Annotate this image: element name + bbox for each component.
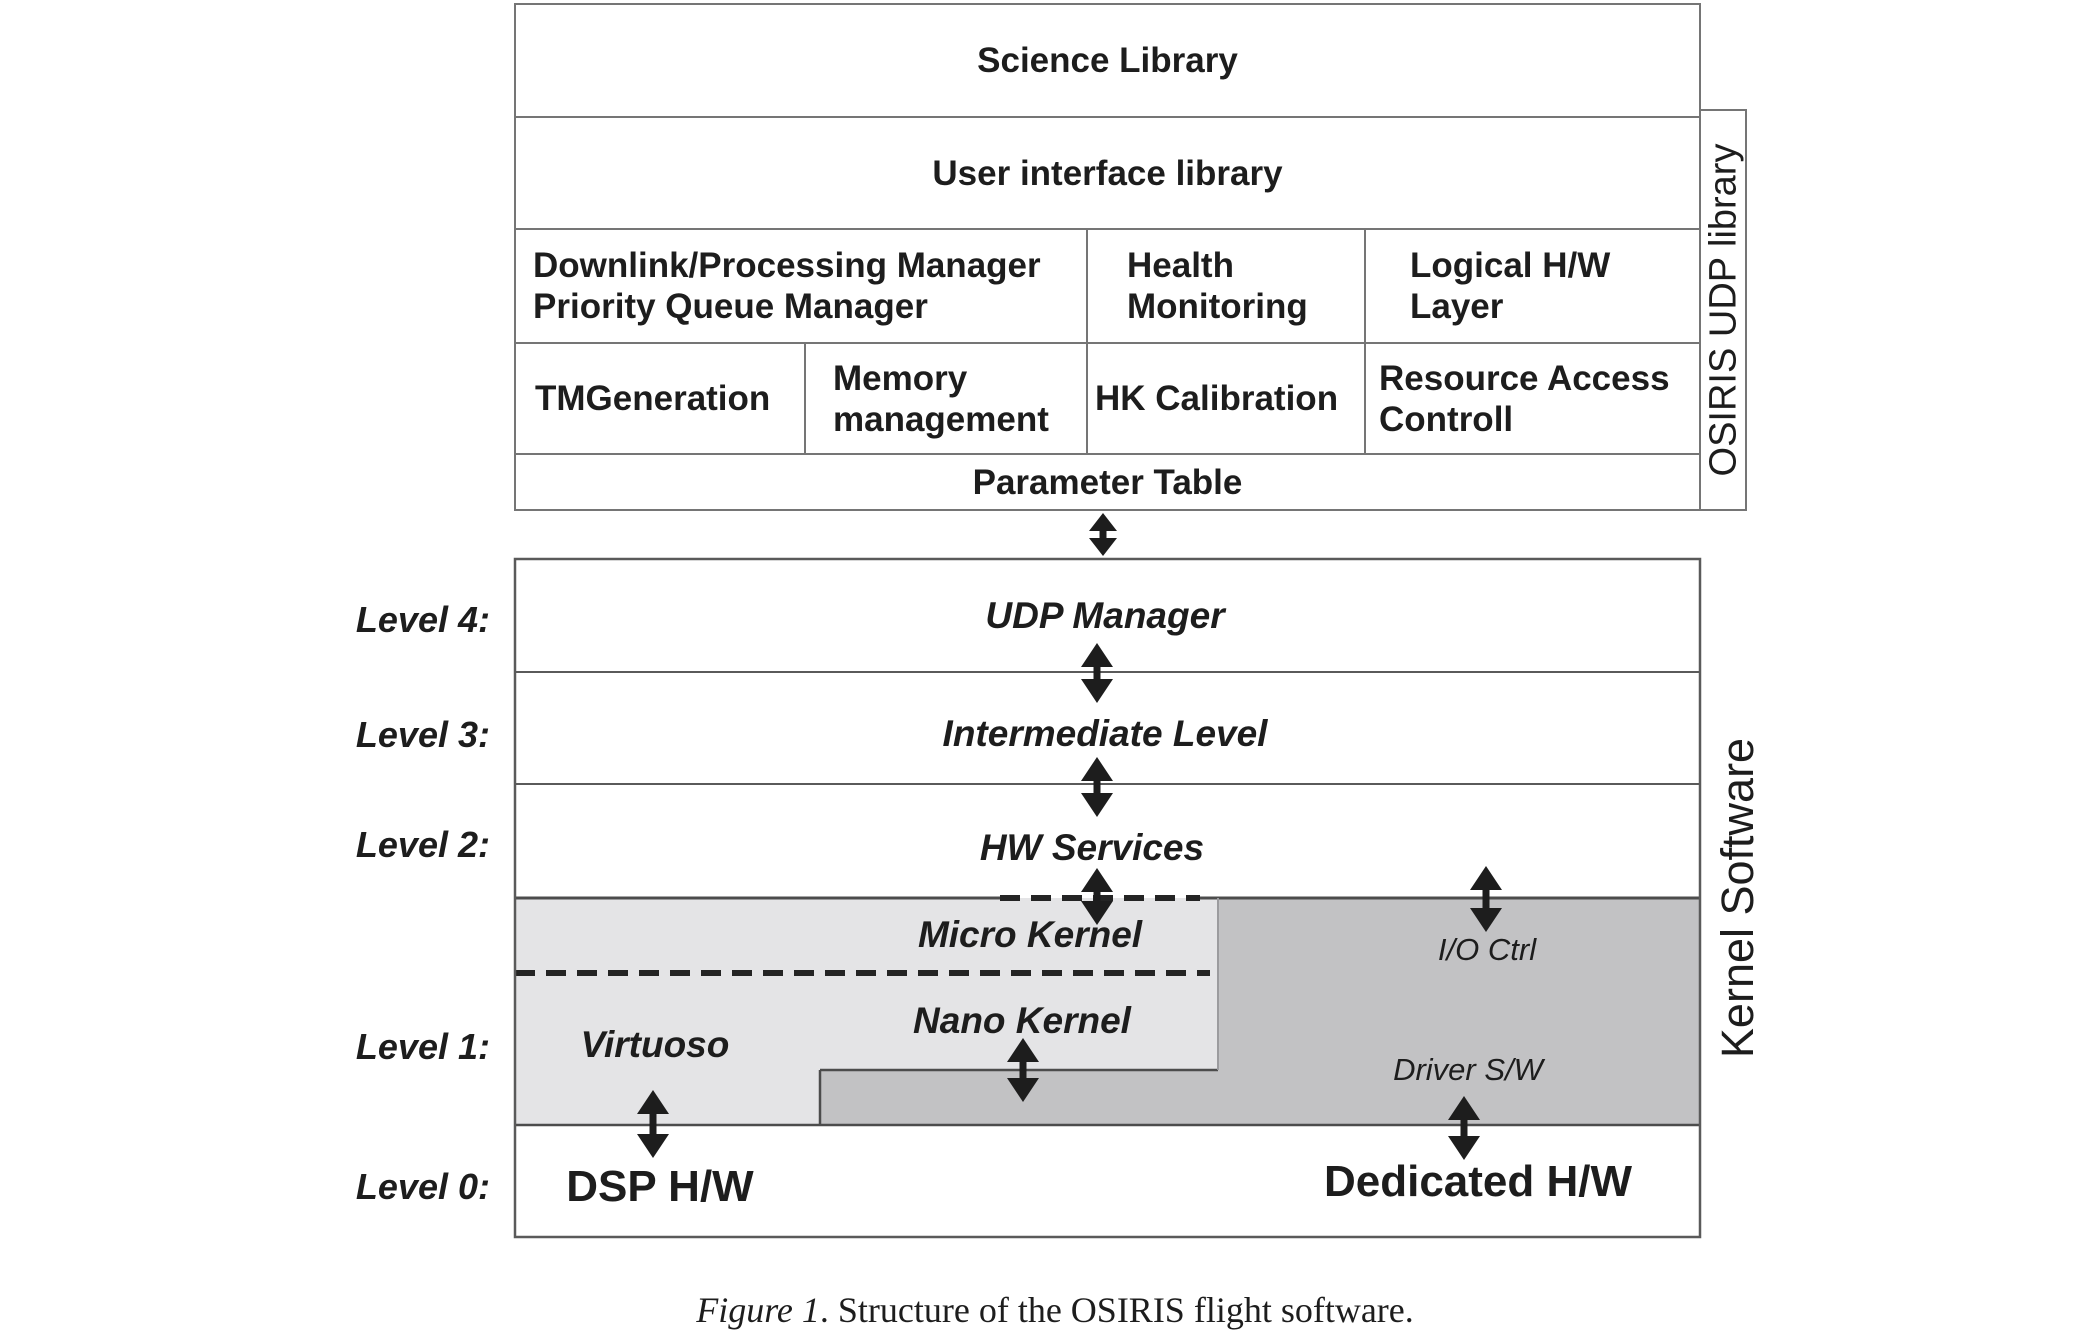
dsp-hw-label: DSP H/W [566,1162,754,1211]
parameter-table-cell: Parameter Table [515,454,1700,510]
driver-sw-label: Driver S/W [1393,1052,1543,1087]
hw-services-label: HW Services [979,827,1205,868]
arrow-intermediate-hwservices [1081,757,1113,817]
user-interface-library-cell: User interface library [515,117,1700,229]
io-ctrl-label: I/O Ctrl [1437,932,1537,967]
dedicated-hw-label: Dedicated H/W [1323,1157,1633,1206]
resource-access-label-line2: Controll [1379,399,1514,439]
memory-management-label-line2: management [833,399,1049,439]
micro-kernel-label: Micro Kernel [917,914,1143,955]
level-4-label: Level 4: [355,599,490,640]
level-3-label: Level 3: [355,714,490,755]
osiris-udp-library-strip [1699,109,1747,511]
arrow-driver-dedicated [1448,1096,1480,1160]
resource-access-cell: Resource Access Controll [1365,343,1700,454]
downlink-priority-cell: Downlink/Processing Manager Priority Que… [515,229,1087,343]
virtuoso-label: Virtuoso [580,1024,730,1065]
level-2-label: Level 2: [355,824,490,865]
priority-queue-manager-label: Priority Queue Manager [533,287,928,326]
library-table-borders [514,3,1747,511]
logical-hw-layer-cell: Logical H/W Layer [1365,229,1700,343]
hk-calibration-label: HK Calibration [1095,379,1339,418]
udp-manager-label: UDP Manager [985,595,1225,636]
kernel-software-side-label: Kernel Software [1712,737,1763,1059]
level-1-label: Level 1: [355,1026,490,1067]
arrow-nanokernel-down [1007,1038,1039,1102]
health-monitoring-label-line2: Monitoring [1127,287,1308,326]
arrow-parameter-to-kernel [1089,513,1117,556]
arrow-udp-intermediate [1081,643,1113,703]
tmgeneration-cell: TMGeneration [515,343,805,454]
level-0-label: Level 0: [355,1166,490,1207]
memory-management-label-line1: Memory [833,358,968,398]
science-library-label: Science Library [977,41,1238,80]
figure-caption-text: . Structure of the OSIRIS flight softwar… [819,1290,1414,1330]
nano-kernel-label: Nano Kernel [913,1000,1131,1041]
parameter-table-label: Parameter Table [972,462,1243,502]
figure-caption: Figure 1. Structure of the OSIRIS flight… [696,1289,1414,1331]
tmgeneration-label: TMGeneration [535,379,771,418]
arrow-virtuoso-dsp [637,1090,669,1158]
gray-region-borders [515,896,1700,1127]
user-interface-library-label: User interface library [932,153,1283,193]
io-driver-dark-gray-region [820,898,1700,1125]
logical-hw-layer-label-line1: Logical H/W [1410,246,1611,285]
osiris-udp-library-side-label: OSIRIS UDP library [1702,143,1745,477]
logical-hw-layer-label-line2: Layer [1410,287,1504,326]
intermediate-level-label: Intermediate Level [942,713,1268,754]
downlink-manager-label: Downlink/Processing Manager [533,246,1041,285]
resource-access-label-line1: Resource Access [1379,358,1670,398]
virtuoso-light-gray-region [515,898,1218,1125]
arrow-ioctrl [1470,866,1502,932]
arrow-hwservices-microkernel [1081,868,1113,925]
health-monitoring-label-line1: Health [1127,246,1234,285]
hk-calibration-cell: HK Calibration [1087,343,1365,454]
health-monitoring-cell: Health Monitoring [1087,229,1365,343]
figure-caption-number: Figure 1 [696,1290,820,1330]
memory-management-cell: Memory management [805,343,1087,454]
kernel-box-borders [513,557,1702,1239]
science-library-cell: Science Library [515,4,1700,117]
